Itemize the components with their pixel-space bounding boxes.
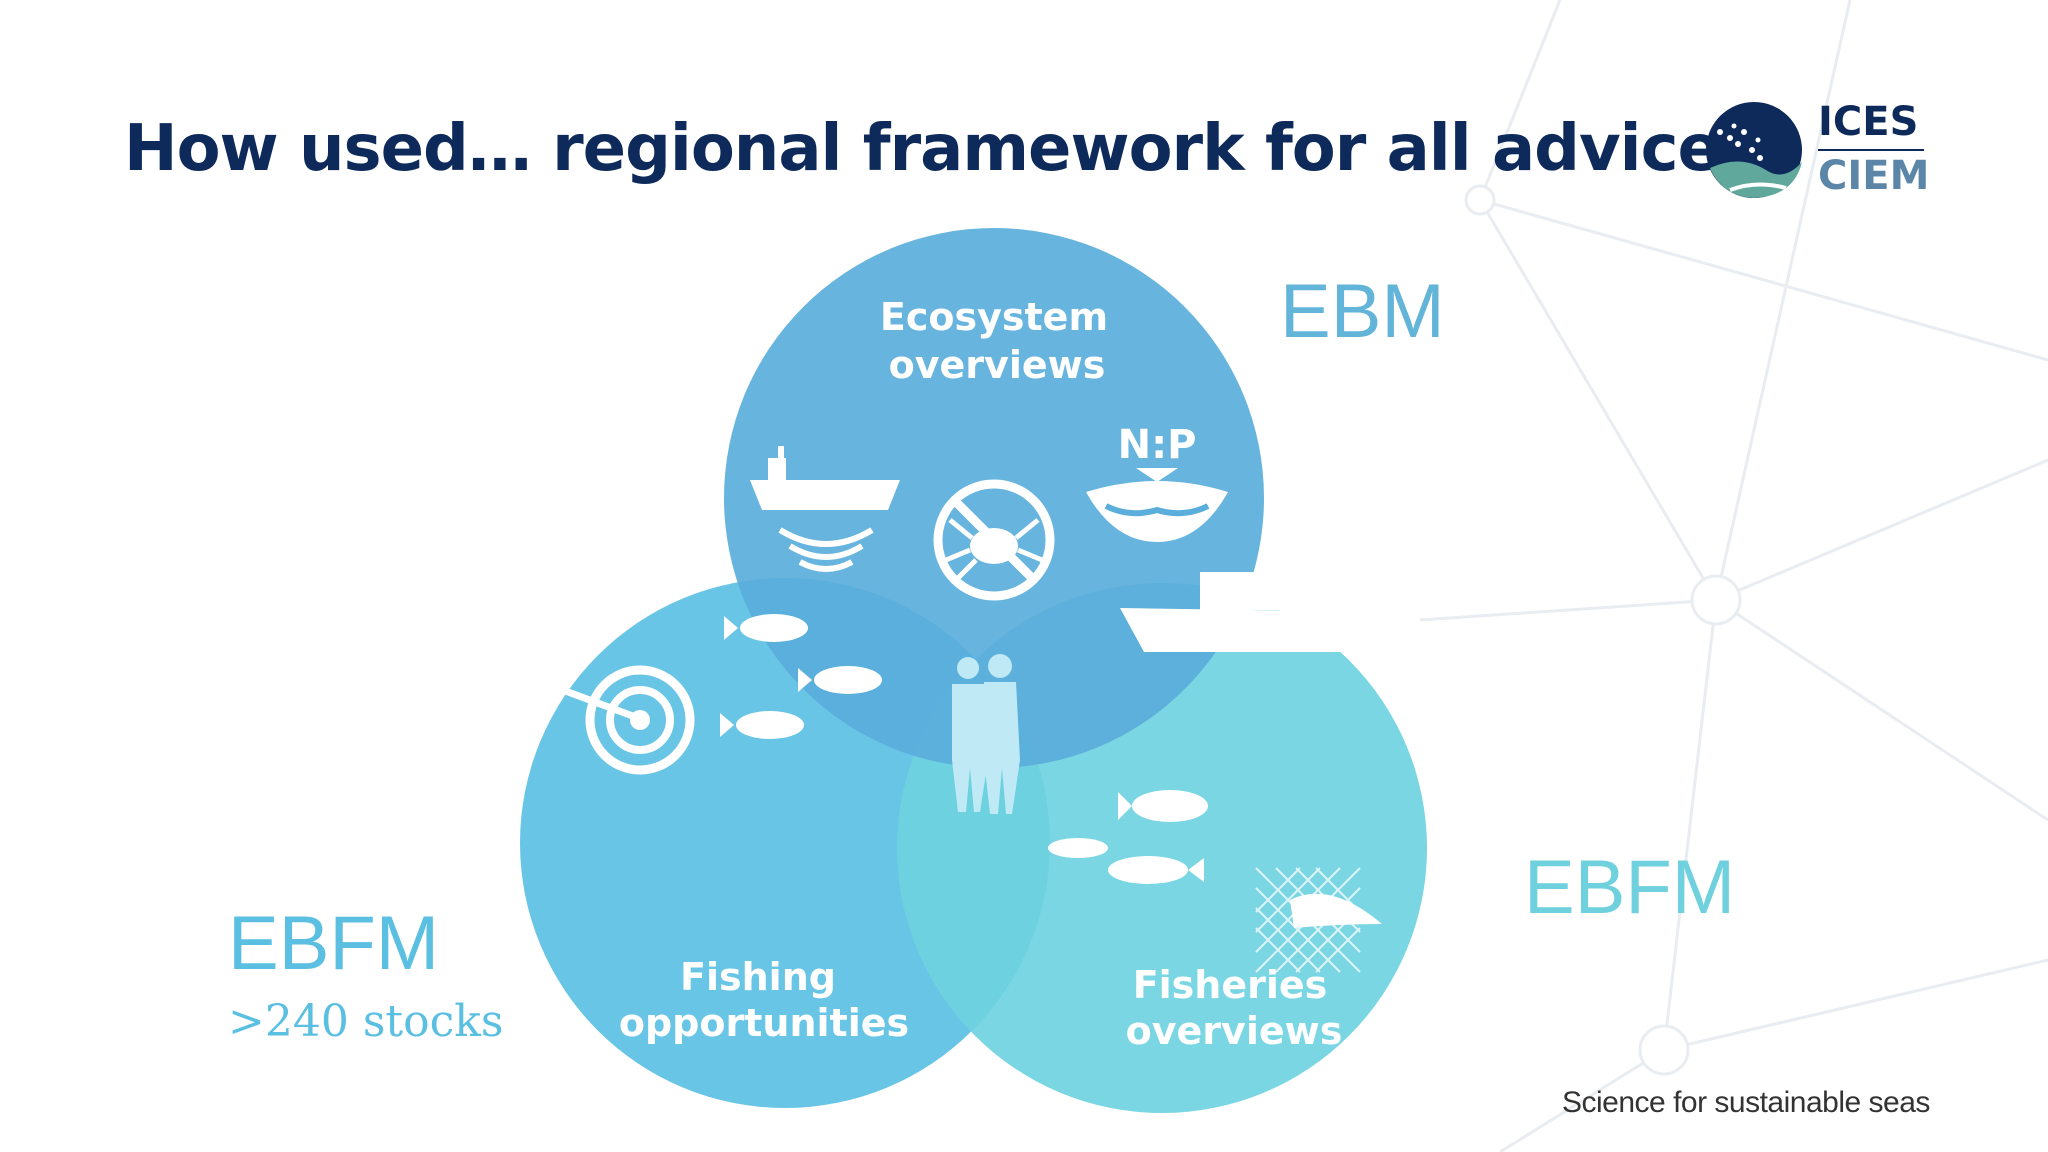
fish-crate-icon <box>554 501 700 588</box>
ebfm-right-label: EBFM <box>1524 845 1736 930</box>
venn-diagram: Ecosystem overviews Fishing opportunitie… <box>520 228 1427 1113</box>
fisheries-title-line1: Fisheries <box>1133 963 1328 1007</box>
ship-sonar-icon <box>750 446 900 572</box>
ebm-label: EBM <box>1280 269 1445 354</box>
two-people-icon <box>952 654 1020 814</box>
fishing-title-line2: opportunities <box>619 1001 909 1045</box>
logo-text-ices: ICES <box>1818 99 1919 145</box>
logo-divider <box>1818 149 1924 151</box>
ecosystem-title-line2: overviews <box>889 343 1106 387</box>
np-ratio-label: N:P <box>1118 422 1197 468</box>
nutrient-ratio-sea-icon: N:P <box>1086 422 1228 542</box>
venn-circle-ecosystem-overviews <box>724 228 1264 768</box>
ices-emblem-icon <box>1706 102 1802 198</box>
stocks-count-label: >240 stocks <box>228 996 504 1047</box>
fishing-title-line1: Fishing <box>680 955 836 999</box>
fishing-trawler-icon <box>1120 514 1380 652</box>
ices-ciem-logo: ICES CIEM <box>1700 96 1930 206</box>
ecosystem-title-line1: Ecosystem <box>880 295 1108 339</box>
fishing-net-icon <box>1255 867 1361 973</box>
fisheries-title-line2: overviews <box>1126 1009 1343 1053</box>
marine-species-icon <box>1048 790 1382 928</box>
ebfm-left-label: EBFM <box>228 901 440 986</box>
no-crab-icon <box>933 479 1055 601</box>
tagline: Science for sustainable seas <box>1562 1086 1930 1119</box>
slide-title: How used… regional framework for all adv… <box>124 112 1721 186</box>
target-arrow-icon <box>542 665 695 775</box>
logo-text-ciem: CIEM <box>1818 153 1930 199</box>
fish-group-icon <box>720 614 882 739</box>
